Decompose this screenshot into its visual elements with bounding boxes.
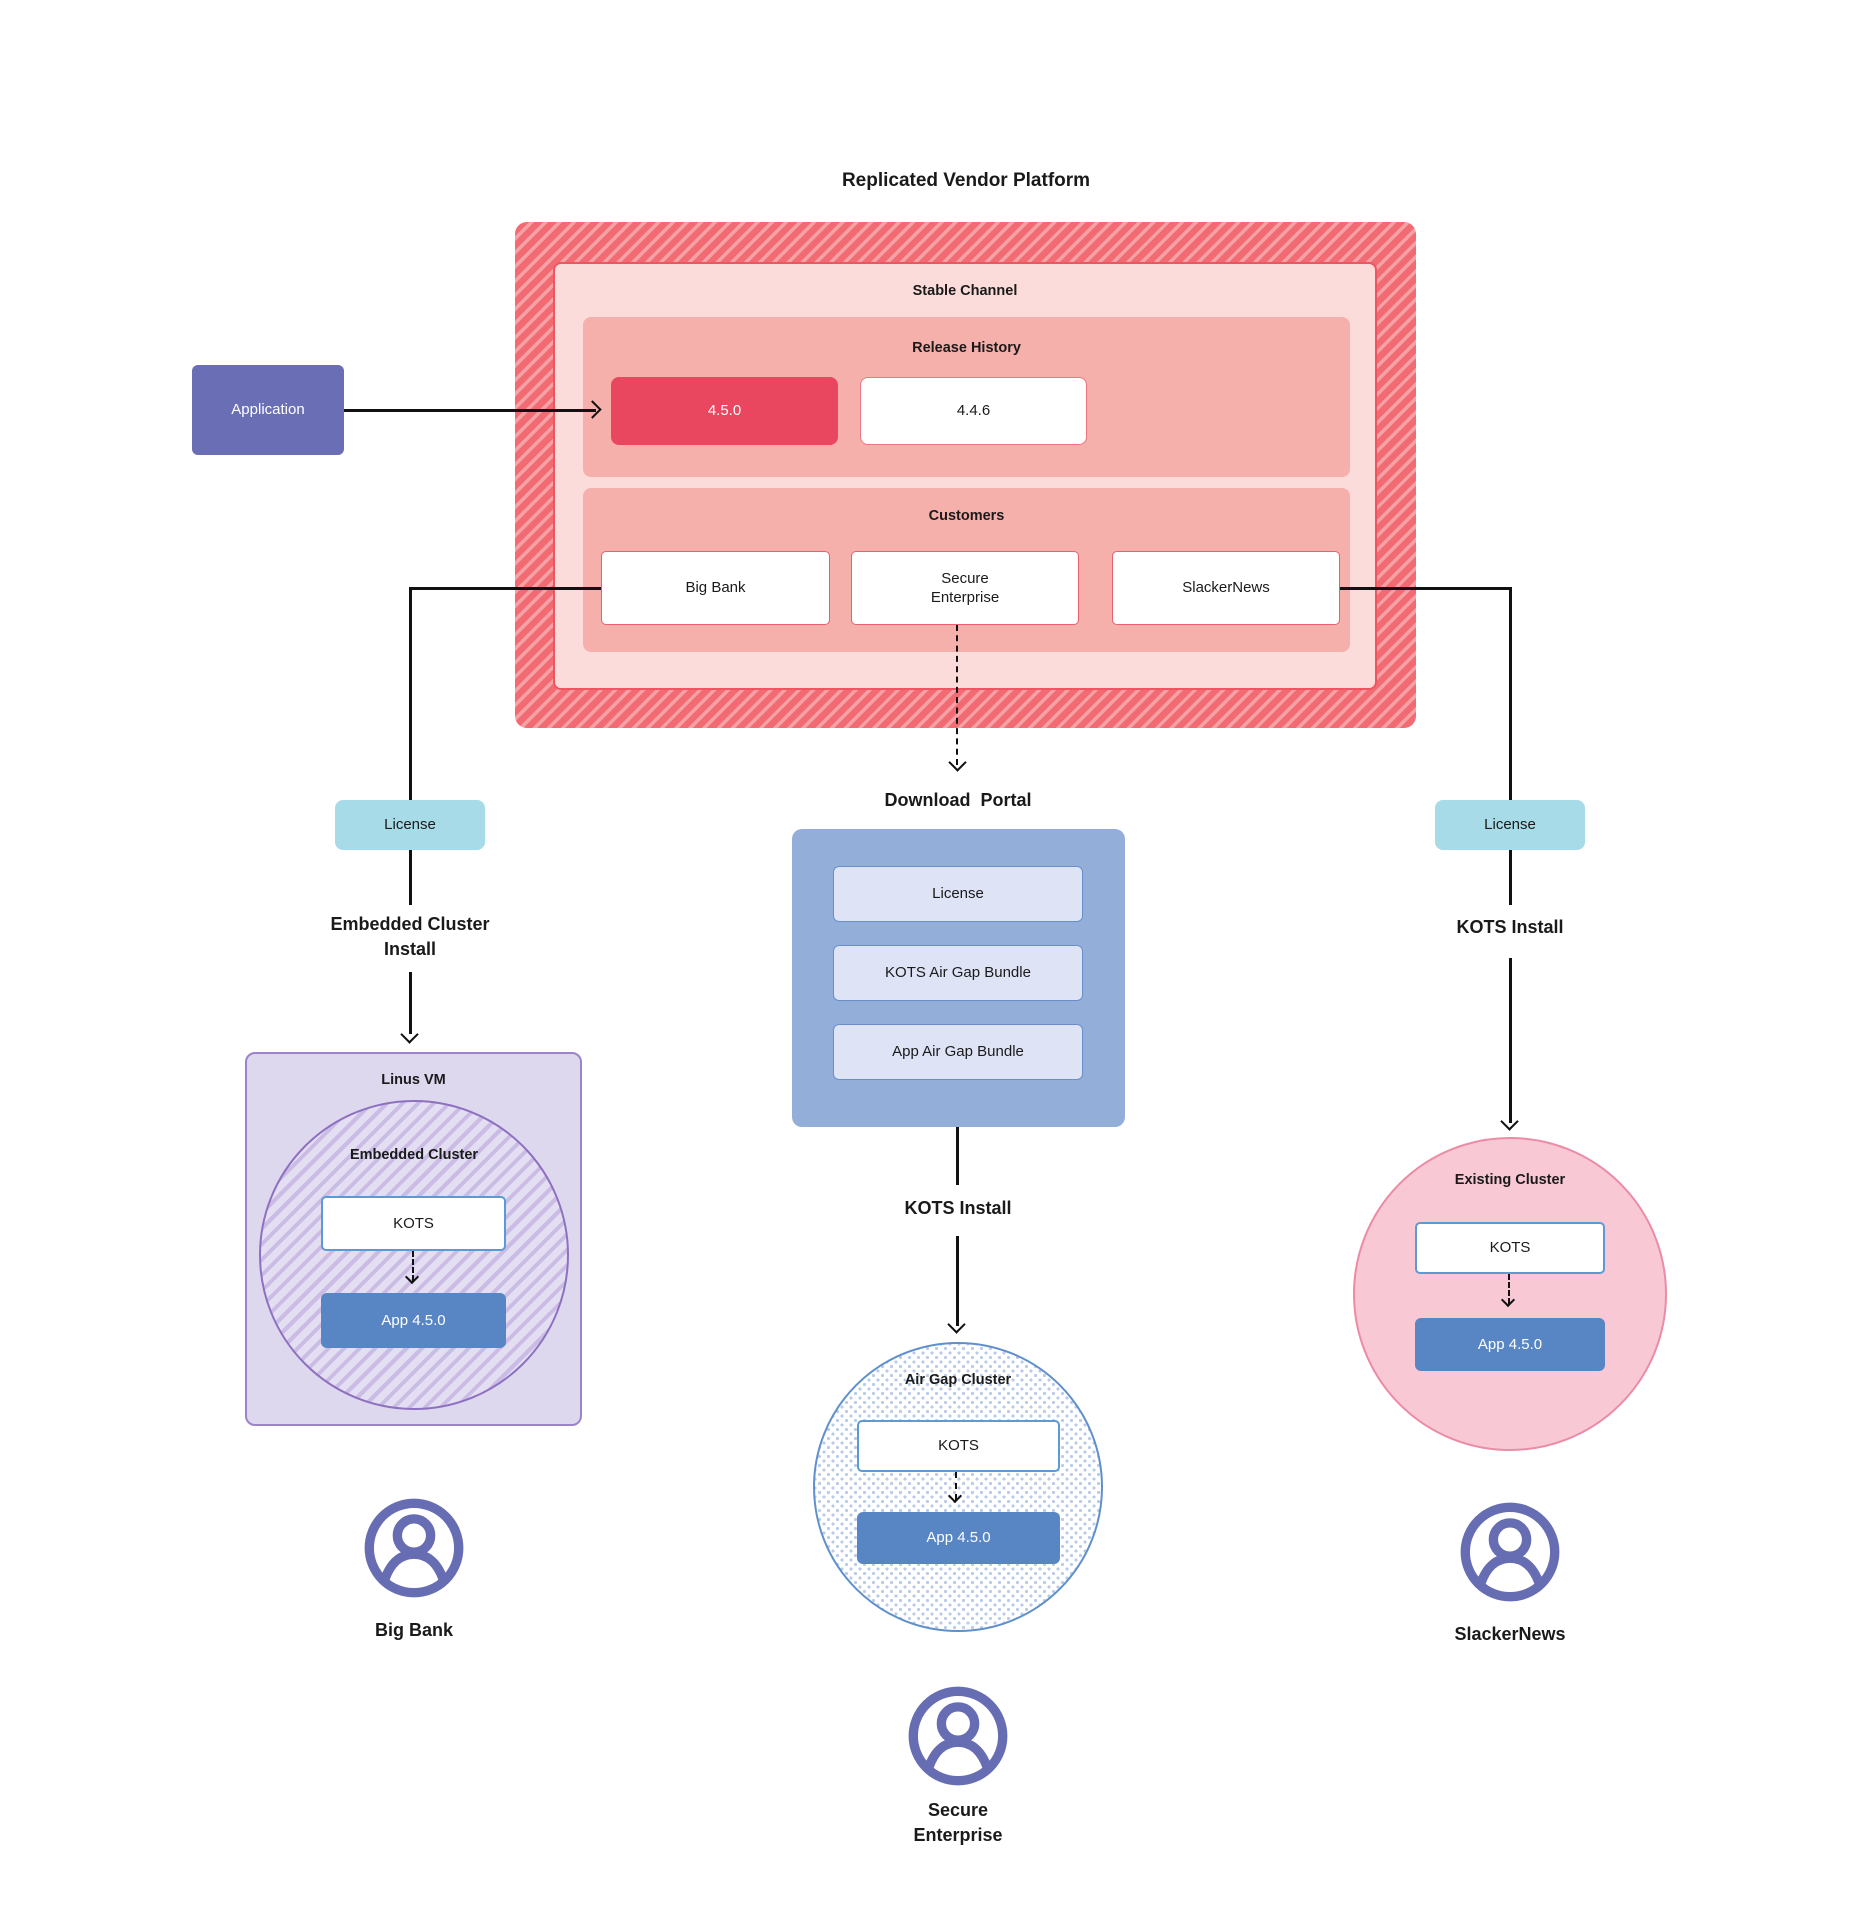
connector-secure-to-portal bbox=[956, 625, 958, 765]
customer-node-big-bank: Big Bank bbox=[601, 551, 830, 625]
connector-slackernews-horizontal bbox=[1340, 587, 1512, 590]
linus-vm-label: Linus VM bbox=[381, 1072, 446, 1088]
connector-portal-to-label bbox=[956, 1127, 959, 1185]
connector-slackernews-vertical bbox=[1509, 587, 1512, 800]
arrowhead-left-to-vm bbox=[400, 1025, 419, 1044]
center-customer-name: Secure Enterprise bbox=[913, 1800, 1003, 1845]
left-install-method-label: Embedded Cluster Install bbox=[330, 914, 490, 959]
embedded-cluster-circle bbox=[259, 1100, 569, 1410]
existing-cluster-circle bbox=[1353, 1137, 1667, 1451]
customer-node-secure-enterprise-label: Secure Enterprise bbox=[930, 569, 1000, 607]
connector-left-to-vm bbox=[409, 972, 412, 1034]
customer-node-secure-enterprise: Secure Enterprise bbox=[851, 551, 1079, 625]
connector-left-kots-to-app bbox=[412, 1251, 414, 1281]
user-icon bbox=[1460, 1502, 1560, 1602]
connector-right-to-cluster bbox=[1509, 958, 1512, 1123]
connector-bigbank-vertical bbox=[409, 587, 412, 800]
center-install-method-label: KOTS Install bbox=[904, 1198, 1012, 1218]
right-customer-name: SlackerNews bbox=[1454, 1624, 1566, 1644]
connector-center-to-cluster bbox=[956, 1236, 959, 1326]
arrowhead-center-to-cluster bbox=[947, 1315, 966, 1334]
right-app-node: App 4.5.0 bbox=[1415, 1318, 1605, 1371]
left-kots-node: KOTS bbox=[321, 1196, 506, 1251]
connector-center-kots-to-app bbox=[955, 1472, 957, 1500]
user-icon bbox=[908, 1686, 1008, 1786]
air-gap-cluster-circle bbox=[813, 1342, 1103, 1632]
center-kots-node: KOTS bbox=[857, 1420, 1060, 1472]
air-gap-cluster-label: Air Gap Cluster bbox=[904, 1372, 1012, 1388]
portal-item-app-airgap-bundle: App Air Gap Bundle bbox=[833, 1024, 1083, 1080]
release-node-previous: 4.4.6 bbox=[860, 377, 1087, 445]
connector-bigbank-horizontal bbox=[409, 587, 601, 590]
connector-right-license-to-label bbox=[1509, 850, 1512, 905]
diagram-title: Replicated Vendor Platform bbox=[841, 170, 1091, 191]
application-node: Application bbox=[192, 365, 344, 455]
left-customer-name: Big Bank bbox=[374, 1620, 453, 1640]
connector-left-license-to-label bbox=[409, 850, 412, 905]
portal-item-license: License bbox=[833, 866, 1083, 922]
customers-label: Customers bbox=[928, 508, 1005, 524]
arrowhead-secure-to-portal bbox=[948, 753, 967, 772]
left-license-node: License bbox=[335, 800, 485, 850]
right-license-node: License bbox=[1435, 800, 1585, 850]
portal-item-kots-airgap-bundle: KOTS Air Gap Bundle bbox=[833, 945, 1083, 1001]
left-app-node: App 4.5.0 bbox=[321, 1293, 506, 1348]
right-kots-node: KOTS bbox=[1415, 1222, 1605, 1274]
embedded-cluster-label: Embedded Cluster bbox=[349, 1147, 479, 1163]
stable-channel-label: Stable Channel bbox=[912, 283, 1018, 299]
connector-application-to-release bbox=[344, 409, 596, 412]
customer-node-slackernews: SlackerNews bbox=[1112, 551, 1340, 625]
connector-right-kots-to-app bbox=[1508, 1274, 1510, 1304]
existing-cluster-label: Existing Cluster bbox=[1454, 1172, 1566, 1188]
right-install-method-label: KOTS Install bbox=[1456, 917, 1564, 937]
release-history-label: Release History bbox=[912, 340, 1021, 356]
download-portal-label: Download Portal bbox=[884, 790, 1032, 810]
arrowhead-right-to-cluster bbox=[1500, 1112, 1519, 1131]
user-icon bbox=[364, 1498, 464, 1598]
release-node-current: 4.5.0 bbox=[611, 377, 838, 445]
center-app-node: App 4.5.0 bbox=[857, 1512, 1060, 1564]
